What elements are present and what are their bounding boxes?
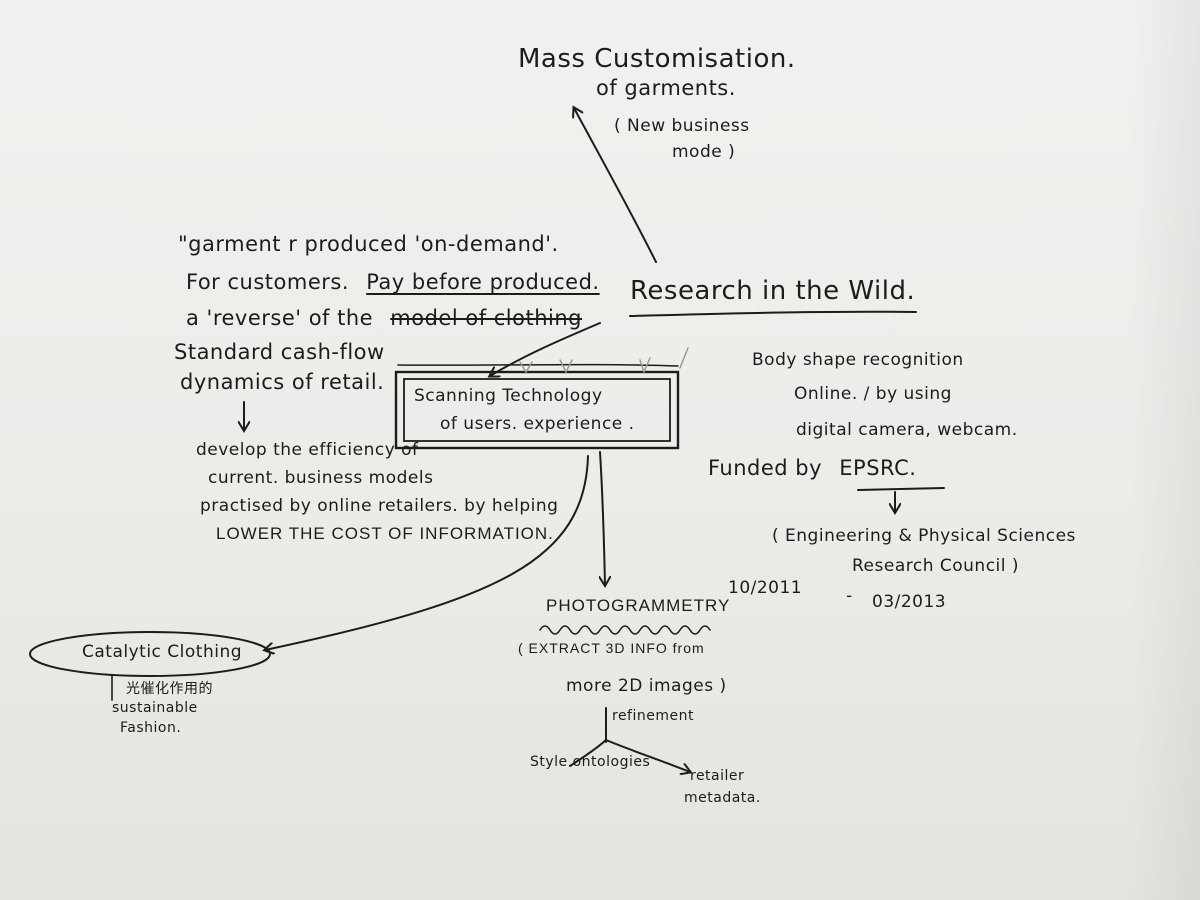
photogrammetry-squiggle [539,625,711,635]
develop-line4: LOWER THE COST OF INFORMATION. [216,524,554,543]
scanning-line2: of users. experience . [440,414,635,434]
epsrc-full-line2: Research Council ) [852,556,1020,576]
style-ontologies: Style ontologies [530,754,651,770]
on-demand-line4: Standard cash-flow [174,340,385,364]
on-demand-line5: dynamics of retail. [180,370,385,394]
catalytic-line2: Fashion. [120,720,182,736]
on-demand-line3-prefix: a 'reverse' of the [186,306,374,330]
retailer: retailer [690,768,745,784]
catalytic-ellipse [29,631,271,677]
scanning-box-extra [397,363,679,367]
catalytic-clothing: Catalytic Clothing [82,642,243,662]
refinement-branch-right [605,739,690,772]
body-shape-line2: Online. / by using [794,384,952,404]
mass-customisation-line4: mode ) [672,142,736,162]
body-shape-line1: Body shape recognition [752,350,964,370]
arrow-to-scanning [490,322,601,376]
photogrammetry-line2: more 2D images ) [566,676,727,696]
faint-scribbles [519,347,689,375]
date-dash: - [846,586,853,606]
refinement-label: refinement [612,708,694,724]
on-demand-line2: For customers. Pay before produced. [186,270,600,294]
research-in-the-wild: Research in the Wild. [630,276,916,306]
pay-before-produced: Pay before produced. [366,270,600,294]
photogrammetry-title: PHOTOGRAMMETRY [546,596,731,615]
metadata: metadata. [684,790,761,806]
refinement-branch-left [569,739,607,767]
arrow-to-photogrammetry [600,451,605,585]
epsrc-full-line1: ( Engineering & Physical Sciences [772,526,1076,546]
on-demand-line3: a 'reverse' of the model of clothing [186,306,582,330]
epsrc-label: EPSRC. [839,456,917,480]
on-demand-line2-prefix: For customers. [186,270,349,294]
curve-to-catalytic [265,455,589,650]
mass-customisation-title: Mass Customisation. [518,44,796,74]
develop-line3: practised by online retailers. by helpin… [200,496,559,516]
photogrammetry-line1: ( EXTRACT 3D INFO from [518,640,705,656]
mass-customisation-line2: of garments. [596,76,736,100]
catalytic-chinese: 光催化作用的 [126,681,213,697]
catalytic-line1: sustainable [112,700,198,716]
arrow-to-mass-customisation [574,108,657,263]
scanning-line1: Scanning Technology [414,386,603,406]
develop-line2: current. business models [208,468,434,488]
paper-edge-shadow [1130,0,1200,900]
body-shape-line3: digital camera, webcam. [796,420,1018,440]
struck-text: model of clothing [390,306,583,330]
funded-by-prefix: Funded by [708,456,823,480]
scanning-box-inner [403,378,671,442]
scanning-box-outer [394,370,680,450]
mass-customisation-line3: ( New business [614,116,750,136]
funded-by: Funded by EPSRC. [708,456,916,480]
date-start: 10/2011 [728,578,803,598]
on-demand-line1: "garment r produced 'on-demand'. [178,232,559,256]
epsrc-underline [857,487,945,491]
develop-line1: develop the efficiency of [196,440,419,460]
date-end: 03/2013 [872,592,947,612]
underline-research [629,310,917,317]
